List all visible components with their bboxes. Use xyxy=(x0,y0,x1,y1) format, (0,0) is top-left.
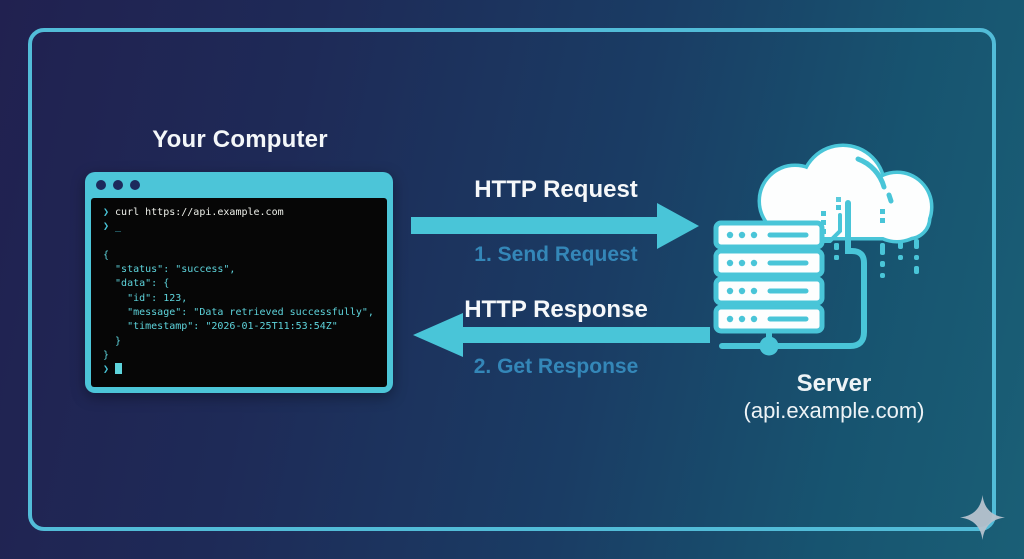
server-subtitle: (api.example.com) xyxy=(743,398,925,423)
json-output-line: "message": "Data retrieved successfully"… xyxy=(103,307,374,319)
window-dot-icon xyxy=(130,180,140,190)
server-title: Server xyxy=(796,370,872,397)
json-output-line: "timestamp": "2026-01-25T11:53:54Z" xyxy=(103,321,338,333)
prompt-icon: ❯ xyxy=(103,207,110,218)
sparkle-logo-icon xyxy=(960,495,1005,540)
json-output-line: "status": "success", xyxy=(103,264,236,276)
cloud-server-icon xyxy=(713,143,934,356)
json-output-line: } xyxy=(103,335,122,347)
terminal-blank-line xyxy=(103,235,387,249)
window-dot-icon xyxy=(113,180,123,190)
terminal-prompt-line: ❯_ xyxy=(103,220,387,234)
terminal-cursor-line: ❯ xyxy=(103,363,387,377)
underscore-cursor: _ xyxy=(115,221,122,233)
server-label: Server (api.example.com) xyxy=(705,370,963,424)
response-arrow-left-icon xyxy=(413,313,710,357)
get-response-step: 2. Get Response xyxy=(473,355,639,378)
json-output-line: "id": 123, xyxy=(103,292,188,304)
http-request-title: HTTP Request xyxy=(474,176,638,203)
slide-border xyxy=(28,28,996,531)
terminal-window: ❯curl https://api.example.com ❯_ { "stat… xyxy=(85,172,393,393)
prompt-icon: ❯ xyxy=(103,221,110,233)
window-dot-icon xyxy=(96,180,106,190)
terminal-command-line: ❯ curl https://api.example.com xyxy=(103,206,387,220)
send-request-step: 1. Send Request xyxy=(474,243,638,266)
terminal-titlebar xyxy=(85,172,393,198)
computer-title: Your Computer xyxy=(152,126,328,153)
json-output-line: } xyxy=(103,349,110,361)
json-output-line: { xyxy=(103,249,110,261)
http-response-title: HTTP Response xyxy=(464,296,648,323)
request-arrow-right-icon xyxy=(411,203,699,249)
prompt-icon: ❯ xyxy=(103,364,110,376)
server-rack-icon xyxy=(713,220,825,356)
block-cursor xyxy=(115,363,123,375)
json-output-line: "data": { xyxy=(103,278,170,290)
curl-command: curl https://api.example.com xyxy=(115,207,284,218)
terminal-screen: ❯curl https://api.example.com ❯_ { "stat… xyxy=(91,198,387,387)
